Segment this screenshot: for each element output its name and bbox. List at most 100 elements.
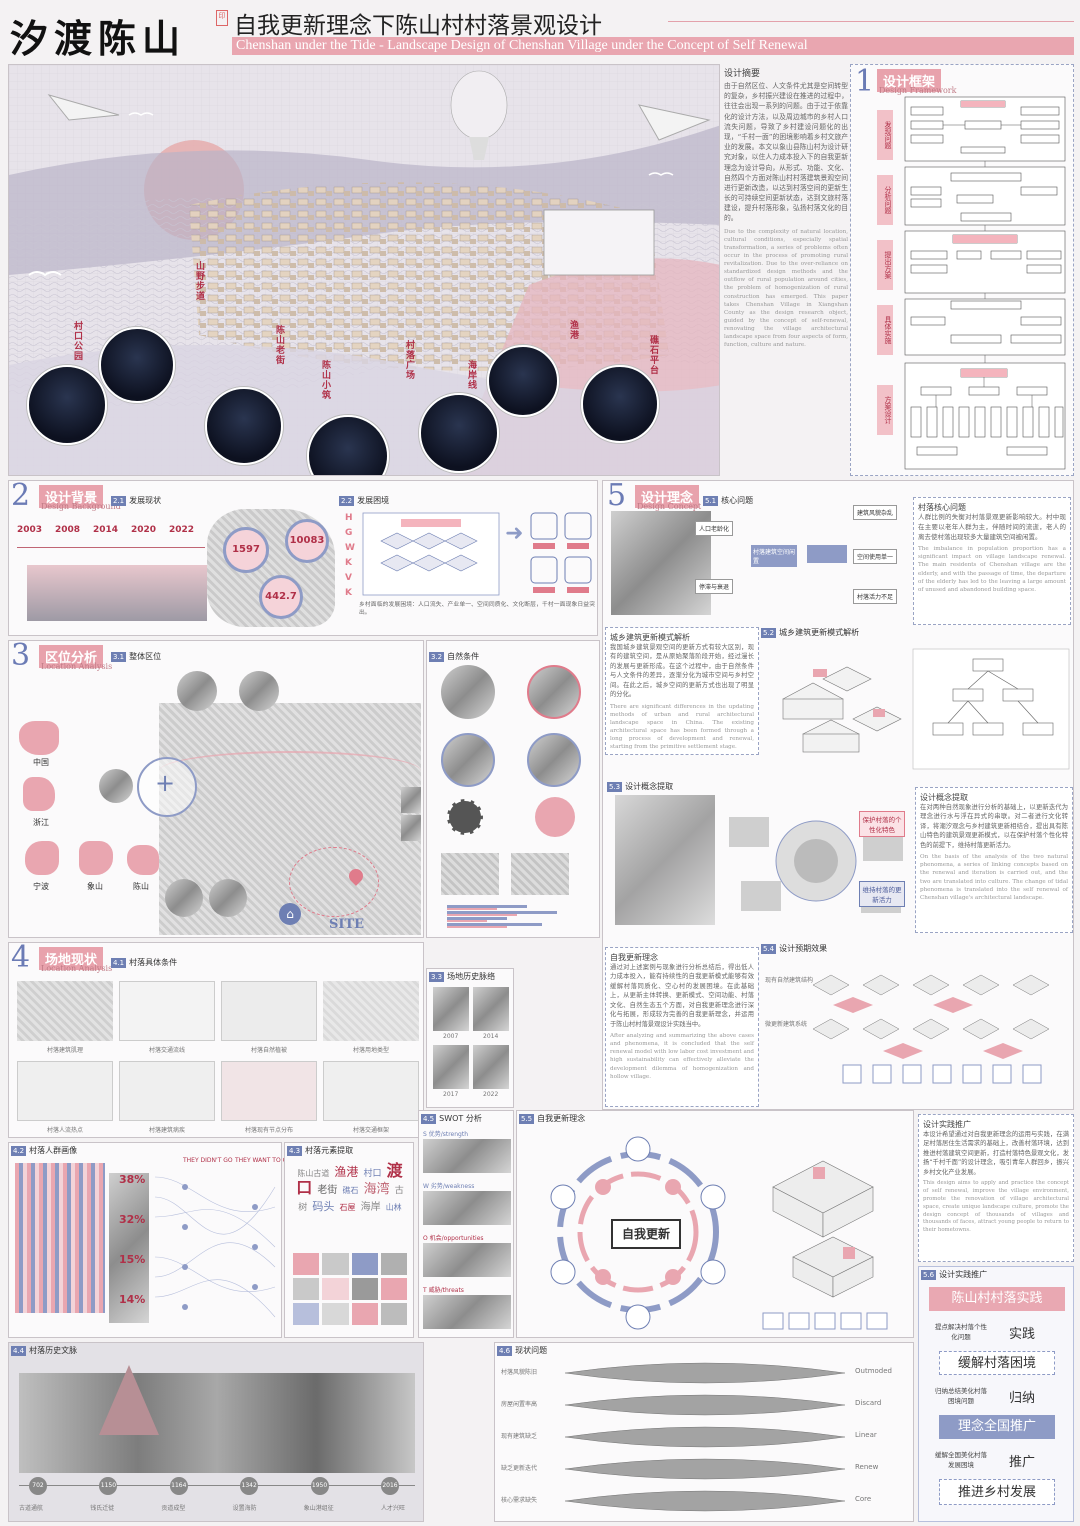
- photo-circle: [177, 671, 217, 711]
- history-year: 2014: [483, 1033, 499, 1040]
- extract-text: 设计概念提取 在对两种自然现象进行分析的基础上，以更新迭代为理念进行水与浮在异式…: [915, 787, 1073, 933]
- word: 老街: [317, 1184, 338, 1196]
- status-map: [221, 1061, 317, 1121]
- elderly-photo: [611, 511, 711, 615]
- problem-label: 村落风貌陈旧: [501, 1369, 538, 1376]
- timeline-year: 2008: [55, 525, 81, 535]
- status-map: [17, 981, 113, 1041]
- text-cn: 本设计希望通过对自我更新理念的运用与实践，在满足村落居住生活需求的基础上，改善村…: [923, 1131, 1069, 1176]
- status-maps-row: [17, 981, 419, 1041]
- subsection-number: 5.6: [921, 1269, 937, 1280]
- history-year: 2022: [483, 1091, 499, 1098]
- plus-icon: +: [155, 769, 176, 797]
- section-number: 2: [11, 478, 31, 513]
- history-aerial: [433, 1045, 469, 1089]
- status-map: [17, 1061, 113, 1121]
- node-photo: [205, 387, 283, 465]
- text-en: On the basis of the analysis of the two …: [920, 854, 1068, 901]
- node-label: 村口公园: [72, 321, 82, 361]
- subsection-number: 4.3: [287, 1145, 303, 1156]
- map-label: 村落建筑肌理: [46, 1047, 83, 1054]
- word: 陈山古道: [297, 1169, 330, 1178]
- status-map: [323, 1061, 419, 1121]
- timeline-label: 钱氏迁徙: [90, 1505, 115, 1512]
- region-label: 中国: [33, 758, 49, 767]
- subsection-number: 4.4: [11, 1345, 27, 1356]
- renewal-axonometric: [762, 1160, 888, 1330]
- site-highlight: [289, 847, 379, 917]
- percent-label: 38%: [119, 1173, 146, 1186]
- letter: W: [345, 543, 355, 553]
- percent-label: 14%: [119, 1293, 146, 1306]
- timeline-label: 象山港组征: [303, 1505, 334, 1512]
- node-photo: [487, 345, 559, 417]
- swot-photo: [423, 1139, 511, 1173]
- framework-stage: 具体实施: [877, 305, 893, 355]
- timeline-year: 702: [29, 1477, 47, 1495]
- subsection-number: 3.2: [429, 651, 445, 662]
- problem-label: 房屋闲置率高: [501, 1401, 538, 1408]
- node-label: 海岸线: [466, 360, 476, 390]
- photo-circle: [239, 671, 279, 711]
- map-label: 村落自然植被: [250, 1047, 287, 1054]
- wind-rose: [447, 799, 483, 835]
- swot-photo: [423, 1295, 511, 1329]
- word-cloud: 陈山古道 渔港 村口 渡口 老街 礁石 海湾 古树 码头 石屋 海岸 山林: [293, 1161, 407, 1247]
- section-title-en: Location Analysis: [41, 964, 113, 973]
- xiangshan-shape: [79, 841, 113, 875]
- climate-dial: [527, 733, 581, 787]
- photo-circle: [209, 879, 247, 917]
- promo-verb: 实践: [1009, 1327, 1036, 1342]
- climate-dial: [441, 665, 495, 719]
- problem-en: Linear: [855, 1431, 877, 1439]
- timeline-label: 人才兴旺: [380, 1505, 405, 1512]
- expect-label: 微更新建筑系统: [765, 1021, 808, 1028]
- subsection-label: 现状问题: [515, 1346, 548, 1355]
- subsection-label: 核心问题: [721, 496, 754, 505]
- dilemma-caption: 乡村面临的发展困境：人口流失、产业单一、空间同质化、文化断层，千村一面现象日益突…: [359, 602, 595, 617]
- status-map: [119, 981, 215, 1041]
- portrait-heading: THEY DIDN'T GO: [183, 1157, 233, 1164]
- framework-panel: 1 设计框架 Design Framework 发现问题 分析问题 提出方案 具…: [850, 64, 1074, 476]
- photo-circle: [165, 879, 203, 917]
- timeline-year: 2014: [93, 525, 119, 535]
- subsection-number: 5.1: [703, 495, 719, 506]
- text-en: After analyzing and summarizing the abov…: [610, 1033, 754, 1080]
- portrait-flow-lines: [155, 1176, 276, 1318]
- swot-photo: [423, 1243, 511, 1277]
- text-cn: 在对两种自然现象进行分析的基础上，以更新迭代为理念进行水与浮在异式的串联。对二者…: [920, 804, 1068, 849]
- abstract-en: Due to the complexity of natural locatio…: [724, 228, 848, 349]
- history-year: 2007: [443, 1033, 459, 1040]
- promo-verb: 归纳: [1009, 1391, 1036, 1406]
- seal-stamp: 印: [216, 10, 228, 26]
- letter: V: [345, 573, 352, 583]
- stat-bubble: 10083: [285, 519, 329, 563]
- word: 渡口: [296, 1161, 403, 1197]
- subsection-number: 5.3: [607, 781, 623, 792]
- terrain-map: [441, 853, 499, 895]
- subsection-number: 4.6: [497, 1345, 513, 1356]
- promo-step-1: 陈山村村落实践: [929, 1287, 1065, 1311]
- section-title-en: Location Analysis: [41, 662, 113, 671]
- subsection-label: 设计概念提取: [625, 782, 674, 791]
- section-number: 5: [607, 478, 627, 513]
- rainfall-bars: [447, 905, 557, 928]
- mode-text: 城乡建筑更新模式解析 我国城乡建筑景观空间的更新方式有较大区别，现有的建筑空间，…: [605, 627, 759, 755]
- framework-flowchart: [904, 96, 1066, 470]
- word: 古树: [298, 1185, 404, 1213]
- landscape-collage: [27, 565, 207, 621]
- letter: H: [345, 513, 353, 523]
- timeline-dots: 702 1150 1164 1342 1950 2016: [29, 1477, 425, 1495]
- timeline-year: 2022: [169, 525, 195, 535]
- text-cn: 通过对上述案例与现象进行分析总结后，得出低人力成本投入，能有持续性的自我更新模式…: [610, 964, 754, 1028]
- status-map: [221, 981, 317, 1041]
- subsection-number: 5.2: [761, 627, 777, 638]
